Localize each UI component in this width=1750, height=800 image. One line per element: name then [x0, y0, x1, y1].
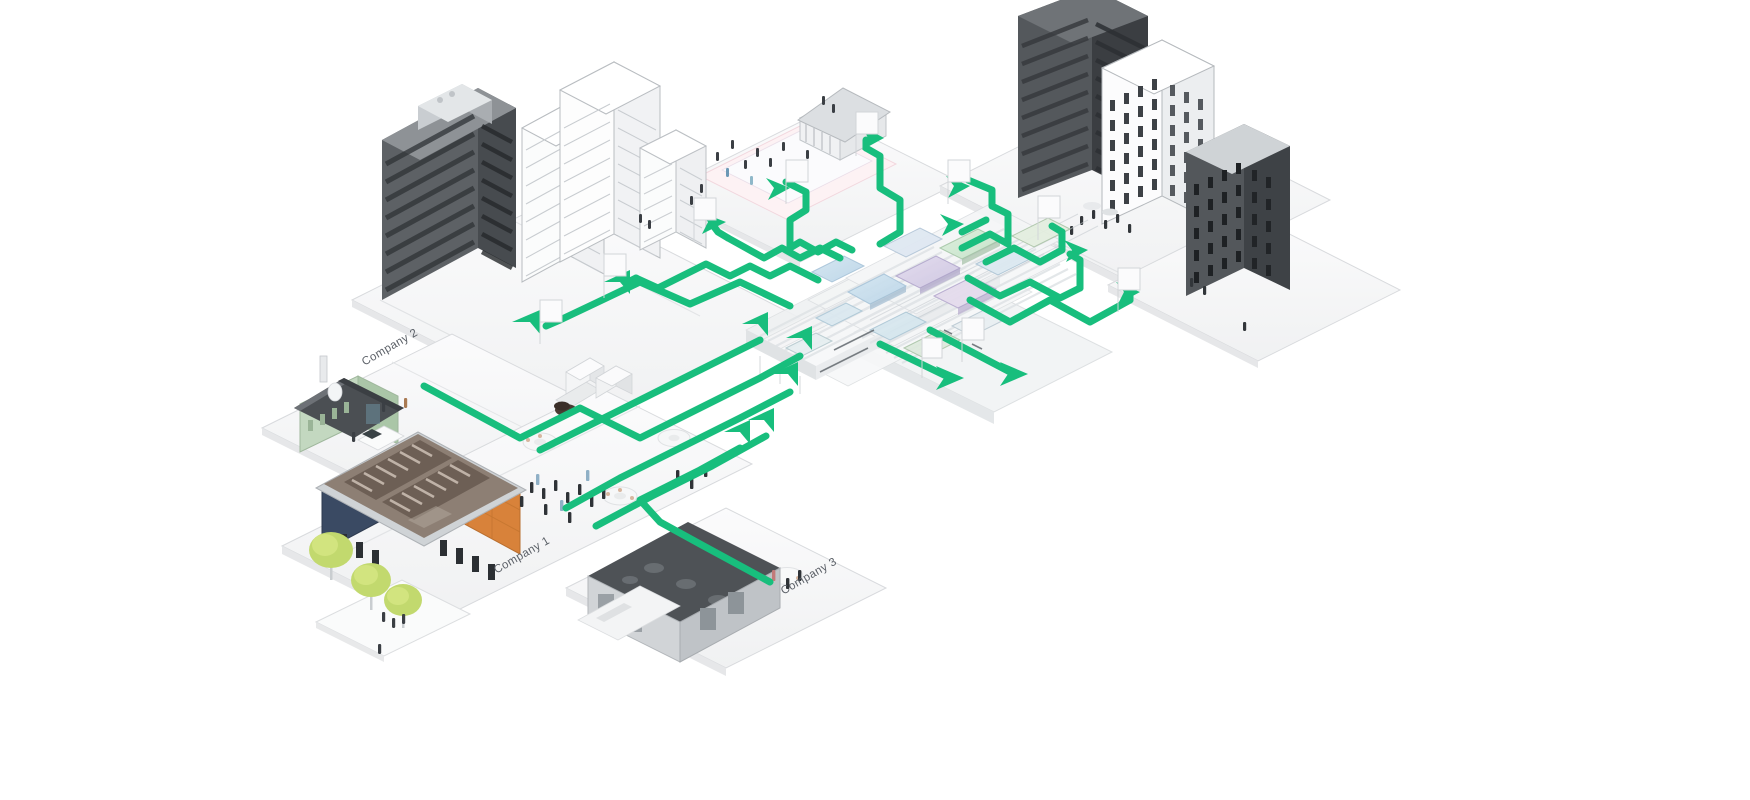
house-green [294, 355, 405, 453]
warehouse-gray [577, 522, 781, 663]
midtown-cluster [522, 357, 804, 585]
tower-gray-east [1186, 124, 1290, 296]
company3-people [772, 570, 802, 589]
tower-white-c [638, 129, 708, 251]
arrow-hub-to-east-c [964, 240, 1088, 302]
plaza-people-group [639, 96, 835, 229]
arrow-company1-to-hub [562, 362, 798, 512]
arrow-company2-to-hub [420, 326, 812, 442]
arrow-company3-to-hub [636, 420, 774, 586]
flow-arrows [420, 126, 1140, 586]
arrow-hub-to-east-b [940, 214, 1066, 266]
factory-orange [314, 431, 528, 580]
marker-posts [539, 111, 1141, 378]
arrow-hub-to-right-tiny [876, 340, 964, 390]
tower-dark-uptown [382, 84, 516, 300]
arrow-hub-to-right-low [926, 326, 1028, 386]
arrow-lowerleft-to-hub [536, 312, 768, 454]
annex-people [378, 612, 406, 654]
tree-group [309, 532, 422, 628]
